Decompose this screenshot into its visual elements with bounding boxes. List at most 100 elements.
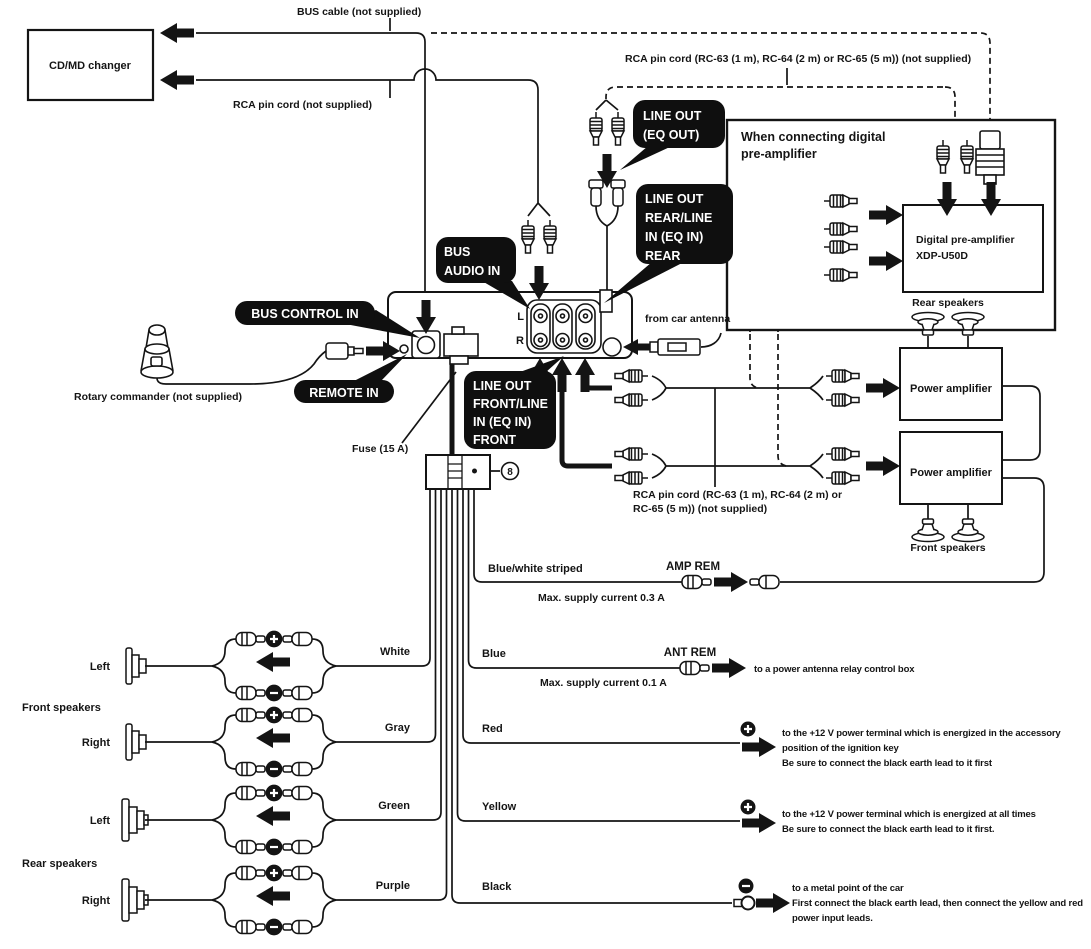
callout-text: LINE OUT (473, 379, 532, 393)
power-amp-1-label: Power amplifier (910, 383, 993, 395)
rca-plug-icon (825, 447, 860, 461)
rear-speakers-amp-label: Rear speakers (912, 297, 984, 309)
yellow-dest-line: Be sure to connect the black earth lead … (782, 824, 994, 835)
harness-connector (425, 454, 520, 490)
ant-rem-note: Max. supply current 0.1 A (540, 677, 667, 689)
arrow-antenna (623, 339, 650, 355)
callout-text: LINE OUT (645, 192, 704, 206)
rca-plug-icon (611, 111, 625, 146)
bus-cable-line (196, 32, 426, 294)
jack-pin (537, 337, 544, 343)
rotary-commander-icon (140, 324, 174, 379)
rca-socket-icon (610, 179, 626, 207)
wire-blue-white-label: Blue/white striped (488, 563, 583, 575)
preamp-drop-1 (749, 334, 759, 389)
callout-bus-audio-in (436, 237, 516, 283)
wire-blue-label: Blue (482, 648, 506, 660)
jack-l-label: L (517, 311, 524, 323)
rear-left-speaker-row (145, 786, 336, 855)
rear-line-cable (595, 205, 619, 290)
amp-rem-note: Max. supply current 0.3 A (538, 592, 665, 604)
front-right-speaker-icon (125, 723, 147, 761)
harness-wires (336, 489, 740, 904)
ant-rem-connector-icon (679, 660, 710, 676)
wire-yellow (456, 489, 740, 822)
rear-left-label: Left (90, 815, 111, 827)
labels: CD/MD changer BUS cable (not supplied) R… (22, 6, 1083, 924)
wire-red-label: Red (482, 723, 503, 735)
front-left-speaker-row (145, 632, 336, 701)
callout-tail (352, 354, 407, 382)
power-amp-1-box (899, 347, 1003, 421)
front-cord-feed (559, 380, 612, 469)
fuse-pointer (401, 371, 457, 444)
callouts: BUS AUDIO IN BUS CONTROL IN REMOTE IN LI… (235, 100, 733, 449)
minus-terminal-icon (737, 877, 755, 895)
callout-tail (604, 262, 684, 303)
callout-line-out-rear (636, 184, 733, 264)
wire-blue-white (473, 489, 682, 583)
callout-text: LINE OUT (643, 109, 702, 123)
mini-plug-icon (325, 342, 364, 360)
antenna-cord (700, 332, 722, 348)
callout-tail (520, 356, 564, 372)
amp-speaker-stems (927, 336, 969, 519)
rca-long-dashed (605, 86, 943, 99)
jack-pin (537, 313, 544, 319)
bus-control-jack (416, 335, 436, 355)
rca-plug-icon (825, 393, 860, 407)
bus-cable-label: BUS cable (not supplied) (297, 6, 421, 18)
ant-rem-label: ANT REM (664, 647, 716, 659)
jack-r-label: R (516, 335, 524, 347)
rca-cord-row2 (651, 453, 824, 479)
plus-terminal-icon (739, 798, 757, 816)
rotary-commander-label: Rotary commander (not supplied) (74, 391, 242, 403)
connector-ref-label: 8 (507, 467, 513, 478)
rear-right-speaker-icon (121, 878, 149, 922)
wire-yellow-label: Yellow (482, 801, 517, 813)
front-speaker-icon (911, 518, 945, 543)
rotary-cord (156, 350, 327, 385)
label-ticks (389, 18, 788, 98)
amp-rem-label: AMP REM (666, 561, 720, 573)
callout-bus-control-in (235, 301, 375, 325)
head-unit-details (399, 289, 622, 365)
callout-line-out-front (464, 371, 556, 449)
bus-plug-icon (975, 130, 1005, 185)
rca-socket-icon (588, 179, 604, 207)
wire-purple (336, 489, 448, 901)
jack-pin (582, 337, 589, 343)
arrow-red-dest (742, 737, 776, 757)
rca-plug-icon (614, 393, 649, 407)
callout-text: (EQ OUT) (643, 128, 699, 142)
callout-line-out-eq (633, 100, 725, 148)
callout-text: FRONT (473, 433, 516, 447)
cd-md-changer-label: CD/MD changer (49, 60, 132, 72)
front-speakers-amp-label: Front speakers (910, 542, 985, 554)
rca-plug-icon (825, 369, 860, 383)
callout-text: AUDIO IN (444, 264, 500, 278)
rca-cord-long-label: RCA pin cord (RC-63 (1 m), RC-64 (2 m) o… (625, 53, 971, 65)
amp-rem-connector-icon (681, 574, 712, 590)
wire-black-label: Black (482, 881, 512, 893)
front-left-speaker-icon (125, 647, 147, 685)
ant-rem-dest: to a power antenna relay control box (754, 664, 915, 675)
rear-right-speaker-row (145, 866, 336, 935)
jack-pin (582, 313, 589, 319)
callout-tail (482, 281, 530, 309)
arrow-to-changer-bus (160, 23, 194, 43)
jack-pin (559, 337, 566, 343)
amp-link-loop (1002, 385, 1041, 461)
rca-cord-mid-label: RC-65 (5 m)) (not supplied) (633, 503, 767, 515)
wire-red (462, 489, 740, 744)
plugs (521, 111, 1005, 485)
callout-text: REAR (645, 249, 680, 263)
power-amp-2-box (899, 431, 1003, 505)
antenna-socket (602, 337, 622, 357)
preamp-device-label: XDP-U50D (916, 250, 968, 262)
front-right-label: Right (82, 737, 110, 749)
from-car-antenna-label: from car antenna (645, 313, 730, 325)
preamp-box-title: pre-amplifier (741, 147, 817, 161)
